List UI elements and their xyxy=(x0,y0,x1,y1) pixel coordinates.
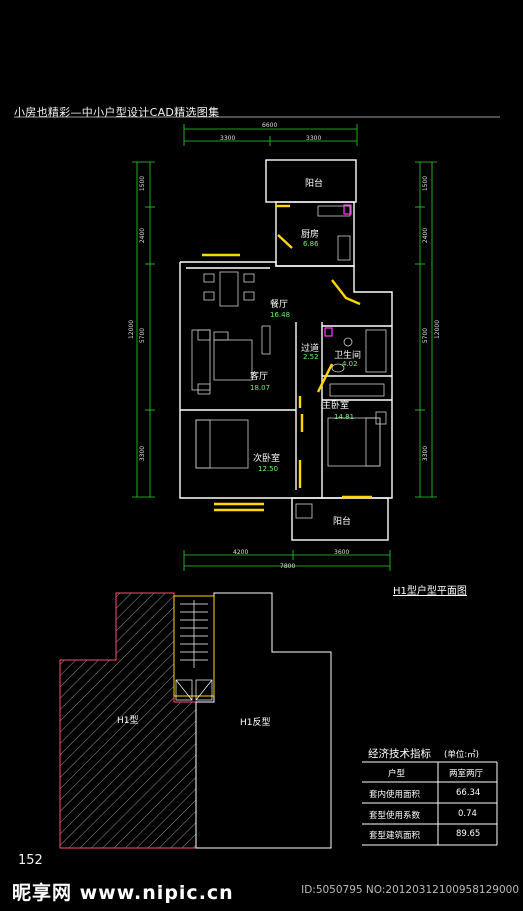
room-bath-area: 4.02 xyxy=(342,360,358,368)
room-second-area: 12.50 xyxy=(258,465,279,473)
room-master-name: 主卧室 xyxy=(322,401,350,411)
table-row-label: 套型建筑面积 xyxy=(369,831,421,841)
table-unit: (单位:㎡) xyxy=(444,750,479,760)
table-row-label: 套型使用系数 xyxy=(369,811,421,821)
dim-right-d: 3300 xyxy=(422,445,430,462)
page-header-title: 小房也精彩—中小户型设计CAD精选图集 xyxy=(14,106,220,119)
room-second-name: 次卧室 xyxy=(253,454,281,464)
windows-doors xyxy=(202,204,372,512)
dim-right-b: 2400 xyxy=(422,227,430,244)
page-number: 152 xyxy=(18,853,43,868)
table-row-value: 0.74 xyxy=(458,809,477,819)
dim-right-total: 12000 xyxy=(434,319,442,340)
dim-left-b: 2400 xyxy=(139,227,147,244)
table-row-label: 户型 xyxy=(388,769,406,779)
marker-bath xyxy=(324,327,333,337)
dim-left-c: 5700 xyxy=(139,327,147,344)
site-left-label: H1型 xyxy=(117,716,139,726)
room-living-name: 客厅 xyxy=(250,372,269,382)
room-balcony-top-name: 阳台 xyxy=(305,179,324,189)
room-balcony-bottom-name: 阳台 xyxy=(333,517,352,527)
dim-right-c: 5700 xyxy=(422,327,430,344)
room-corridor-name: 过道 xyxy=(301,344,320,354)
floor-plan-walls xyxy=(179,159,393,541)
dim-left-a: 1500 xyxy=(139,175,147,192)
dim-top-total: 6600 xyxy=(262,122,278,129)
room-kitchen-area: 6.86 xyxy=(303,240,319,248)
room-dining-area: 16.48 xyxy=(270,311,291,319)
watermark-id: ID:5050795 NO:20120312100958129000 xyxy=(301,884,519,896)
room-kitchen-name: 厨房 xyxy=(301,230,320,240)
table-row-value: 两室两厅 xyxy=(449,769,484,779)
dim-bottom-total: 7800 xyxy=(280,563,296,570)
room-corridor-area: 2.52 xyxy=(303,353,319,361)
dim-bottom-left: 4200 xyxy=(233,549,249,556)
econ-table-grid xyxy=(362,761,498,846)
room-living-area: 18.07 xyxy=(250,384,271,392)
dimension-lines xyxy=(132,124,437,571)
table-row-value: 66.34 xyxy=(456,788,481,798)
room-dining-name: 餐厅 xyxy=(270,300,289,310)
table-title: 经济技术指标 xyxy=(368,748,431,760)
dim-right-a: 1500 xyxy=(422,175,430,192)
dim-left-d: 3300 xyxy=(139,445,147,462)
site-plan xyxy=(59,592,332,849)
watermark-brand: 昵享网 www.nipic.cn xyxy=(12,882,234,904)
room-master-area: 14.81 xyxy=(334,413,355,421)
site-right-label: H1反型 xyxy=(240,718,271,728)
dim-left-total: 12000 xyxy=(128,319,136,340)
dim-top-right: 3300 xyxy=(306,135,322,142)
marker-kitchen xyxy=(343,204,352,215)
plan-title: H1型户型平面图 xyxy=(393,586,467,597)
furniture xyxy=(191,205,387,519)
dim-top-left: 3300 xyxy=(220,135,236,142)
dim-bottom-right: 3600 xyxy=(334,549,350,556)
table-row-label: 套内使用面积 xyxy=(369,790,421,800)
table-row-value: 89.65 xyxy=(456,829,481,839)
room-bath-name: 卫生间 xyxy=(334,351,362,361)
